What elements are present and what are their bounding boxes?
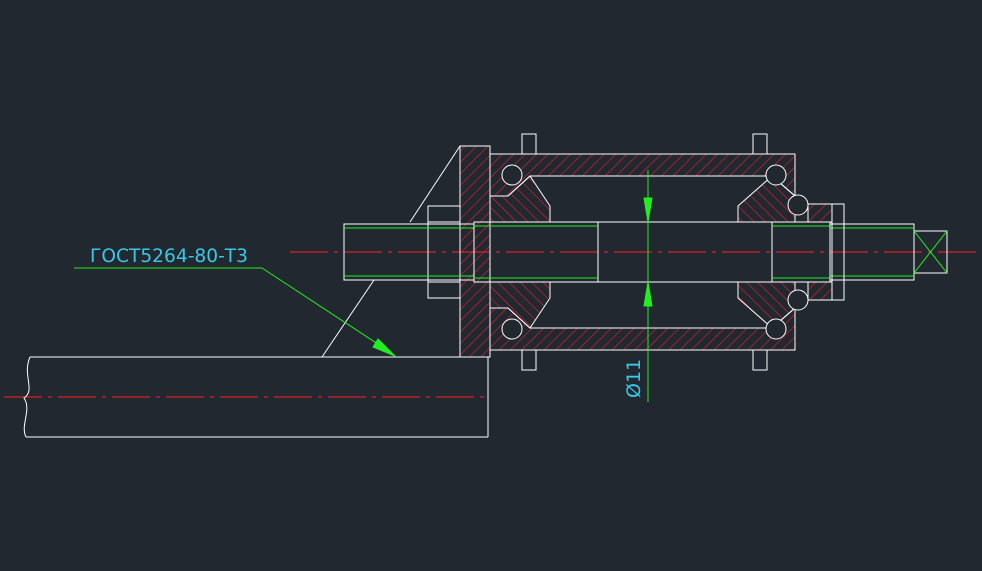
mounting-plate: [459, 145, 491, 358]
centerlines: [4, 251, 982, 398]
end-cap: [807, 203, 845, 301]
diameter-dimension-label: Ø11: [623, 359, 645, 398]
left-bearing-housing: [489, 175, 551, 329]
bearing-balls: [501, 164, 809, 340]
diameter-dimension: [643, 170, 653, 402]
beam-break-line: [23, 356, 31, 438]
right-bearing-housing: [737, 175, 796, 329]
weld-annotation-label: ГОСТ5264-80-Т3: [90, 245, 248, 267]
drive-square: [913, 230, 948, 274]
lock-nut: [427, 205, 461, 299]
weld-leader: [74, 267, 396, 357]
base-beam: [23, 356, 489, 438]
